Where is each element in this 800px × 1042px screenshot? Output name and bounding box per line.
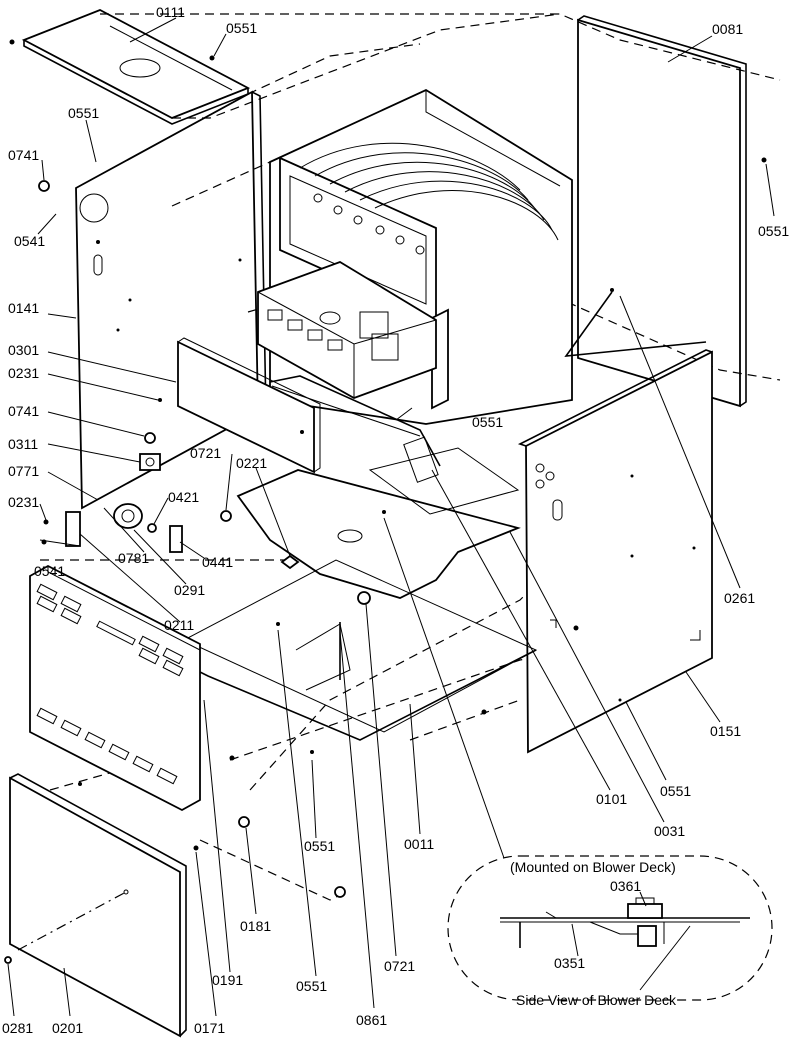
label-0721: 0721: [384, 958, 415, 974]
upper-front-door: [29, 564, 201, 812]
label-0441: 0441: [202, 554, 233, 570]
label-0551: 0551: [296, 978, 327, 994]
label-0311: 0311: [8, 436, 38, 452]
label-0741: 0741: [8, 403, 39, 419]
left-side-panel: [75, 90, 267, 510]
inset-caption-bottom: Side View of Blower Deck: [516, 992, 677, 1008]
label-0781: 0781: [118, 550, 149, 566]
blower-deck: [236, 375, 521, 599]
label-0421: 0421: [168, 489, 199, 505]
label-0301: 0301: [8, 342, 39, 358]
inset-caption-top: (Mounted on Blower Deck): [510, 859, 676, 875]
inset-blower-deck-view: [447, 855, 773, 1001]
leader-lines: [7, 17, 775, 1017]
label-0771: 0771: [8, 463, 39, 479]
label-0171: 0171: [194, 1020, 225, 1036]
label-0741: 0741: [8, 147, 39, 163]
label-0551: 0551: [758, 223, 789, 239]
label-0181: 0181: [240, 918, 271, 934]
label-0201: 0201: [52, 1020, 83, 1036]
lower-front-door: [9, 773, 187, 1038]
label-0101: 0101: [596, 791, 627, 807]
label-0111: 0111: [156, 4, 185, 20]
heat-exchanger-assembly: [257, 88, 573, 425]
part-labels: 0111 0551 0081 0551 0741 0551 0541 0141 …: [2, 4, 789, 1036]
label-0211: 0211: [164, 617, 194, 633]
label-0861: 0861: [356, 1012, 387, 1028]
label-0551: 0551: [304, 838, 335, 854]
label-0721: 0721: [190, 445, 221, 461]
label-0231: 0231: [8, 365, 39, 381]
label-0361: 0361: [610, 878, 641, 894]
label-0151: 0151: [710, 723, 741, 739]
small-components: [4, 39, 767, 964]
label-0351: 0351: [554, 955, 585, 971]
top-panel: [21, 9, 251, 125]
label-0281: 0281: [2, 1020, 33, 1036]
label-0031: 0031: [654, 823, 685, 839]
label-0551: 0551: [660, 783, 691, 799]
label-0141: 0141: [8, 300, 39, 316]
label-0541: 0541: [34, 563, 65, 579]
label-0551: 0551: [472, 414, 503, 430]
label-0261: 0261: [724, 590, 755, 606]
label-0551: 0551: [68, 105, 99, 121]
door-shield: [177, 337, 321, 474]
label-0231: 0231: [8, 494, 39, 510]
label-0541: 0541: [14, 233, 45, 249]
label-0191: 0191: [212, 972, 243, 988]
label-0011: 0011: [404, 836, 434, 852]
label-0551: 0551: [226, 20, 257, 36]
right-side-panel: [517, 349, 713, 754]
base-frame: [182, 559, 538, 741]
label-0221: 0221: [236, 455, 267, 471]
back-panel: [577, 15, 747, 408]
label-0081: 0081: [712, 21, 743, 37]
louvers: [36, 583, 184, 785]
label-0291: 0291: [174, 582, 205, 598]
